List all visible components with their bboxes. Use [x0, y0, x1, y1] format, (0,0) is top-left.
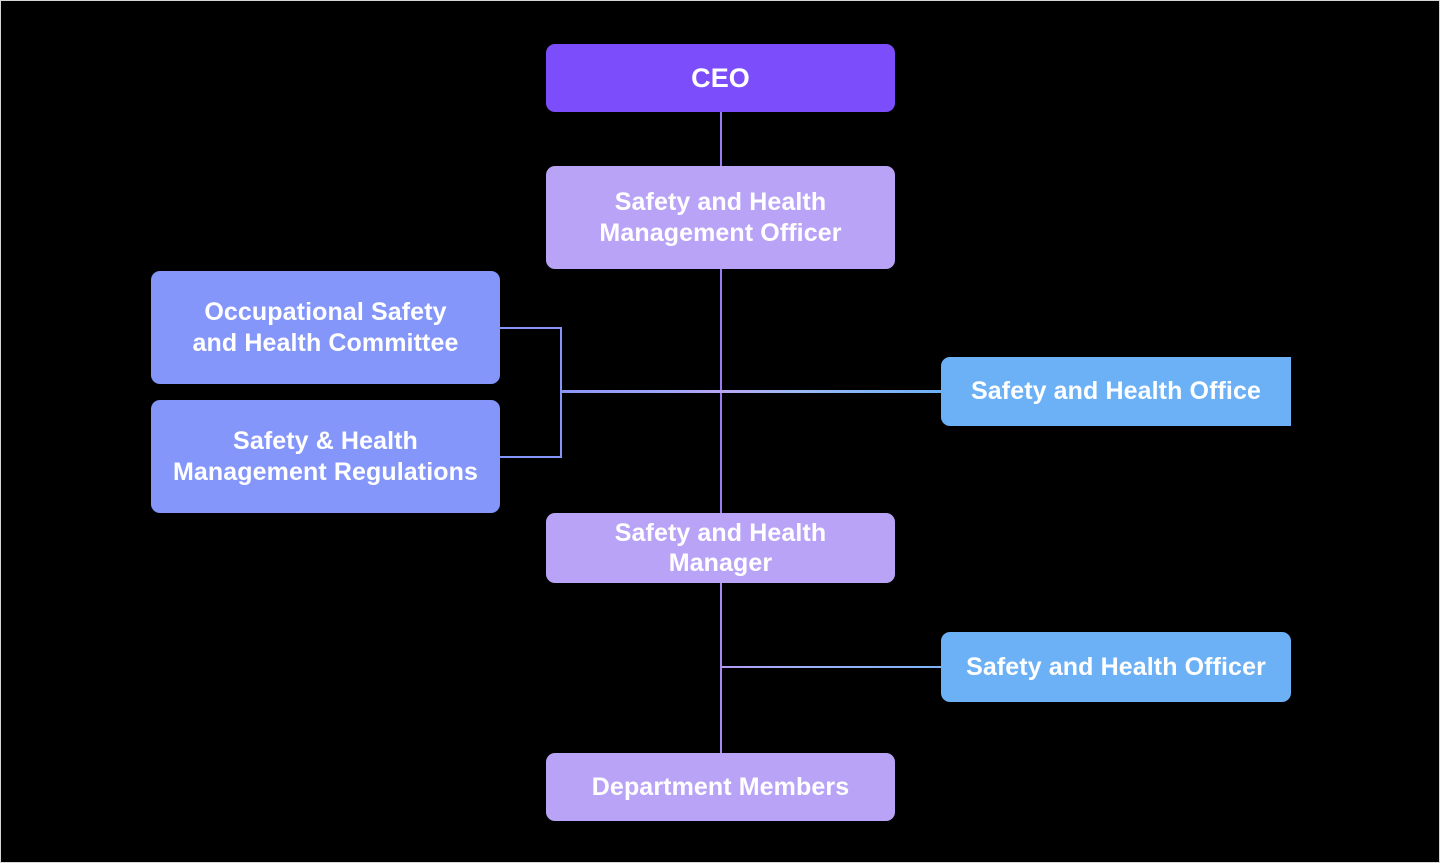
node-officer[interactable]: Safety and Health Officer: [941, 632, 1291, 702]
node-management-officer[interactable]: Safety and Health Management Officer: [546, 166, 895, 269]
node-management-officer-label: Safety and Health Management Officer: [599, 188, 842, 247]
node-ceo[interactable]: CEO: [546, 44, 895, 112]
node-department-members-label: Department Members: [591, 772, 850, 801]
connector-committee-stub: [500, 327, 562, 329]
node-regulations-label: Safety & Health Management Regulations: [172, 427, 479, 486]
connector-bracket-to-office: [560, 390, 942, 393]
node-office[interactable]: Safety and Health Office: [941, 357, 1291, 426]
connector-manager-to-officer: [721, 666, 942, 668]
connector-ceo-to-management-officer: [720, 111, 722, 167]
node-department-members[interactable]: Department Members: [546, 753, 895, 821]
node-committee-label: Occupational Safety and Health Committee: [192, 298, 459, 357]
node-regulations[interactable]: Safety & Health Management Regulations: [151, 400, 500, 513]
node-manager-label: Safety and Health Manager: [614, 518, 827, 578]
node-officer-label: Safety and Health Officer: [966, 652, 1266, 681]
connector-regulations-stub: [500, 456, 562, 458]
node-office-label: Safety and Health Office: [971, 377, 1261, 406]
node-committee[interactable]: Occupational Safety and Health Committee: [151, 271, 500, 384]
node-manager[interactable]: Safety and Health Manager: [546, 513, 895, 583]
node-ceo-label: CEO: [691, 62, 750, 93]
connector-manager-to-department-members: [720, 583, 722, 755]
